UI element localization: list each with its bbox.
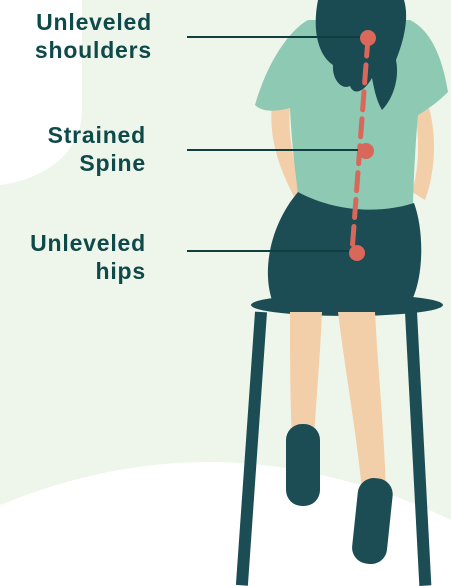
hips-label-line2: hips xyxy=(30,257,146,285)
spine-marker xyxy=(358,143,374,159)
spine-label: Strained Spine xyxy=(48,121,146,177)
hips-label-line1: Unleveled xyxy=(30,229,146,257)
hip-marker xyxy=(349,245,365,261)
shoulders-label-line1: Unleveled xyxy=(35,8,152,36)
hips-label: Unleveled hips xyxy=(30,229,146,285)
left-shoe xyxy=(286,424,320,506)
right-shoe xyxy=(350,476,394,565)
shoulder-marker xyxy=(360,30,376,46)
shoulders-label: Unleveled shoulders xyxy=(35,8,152,64)
shoulders-label-line2: shoulders xyxy=(35,36,152,64)
spine-label-line1: Strained xyxy=(48,121,146,149)
spine-label-line2: Spine xyxy=(48,149,146,177)
